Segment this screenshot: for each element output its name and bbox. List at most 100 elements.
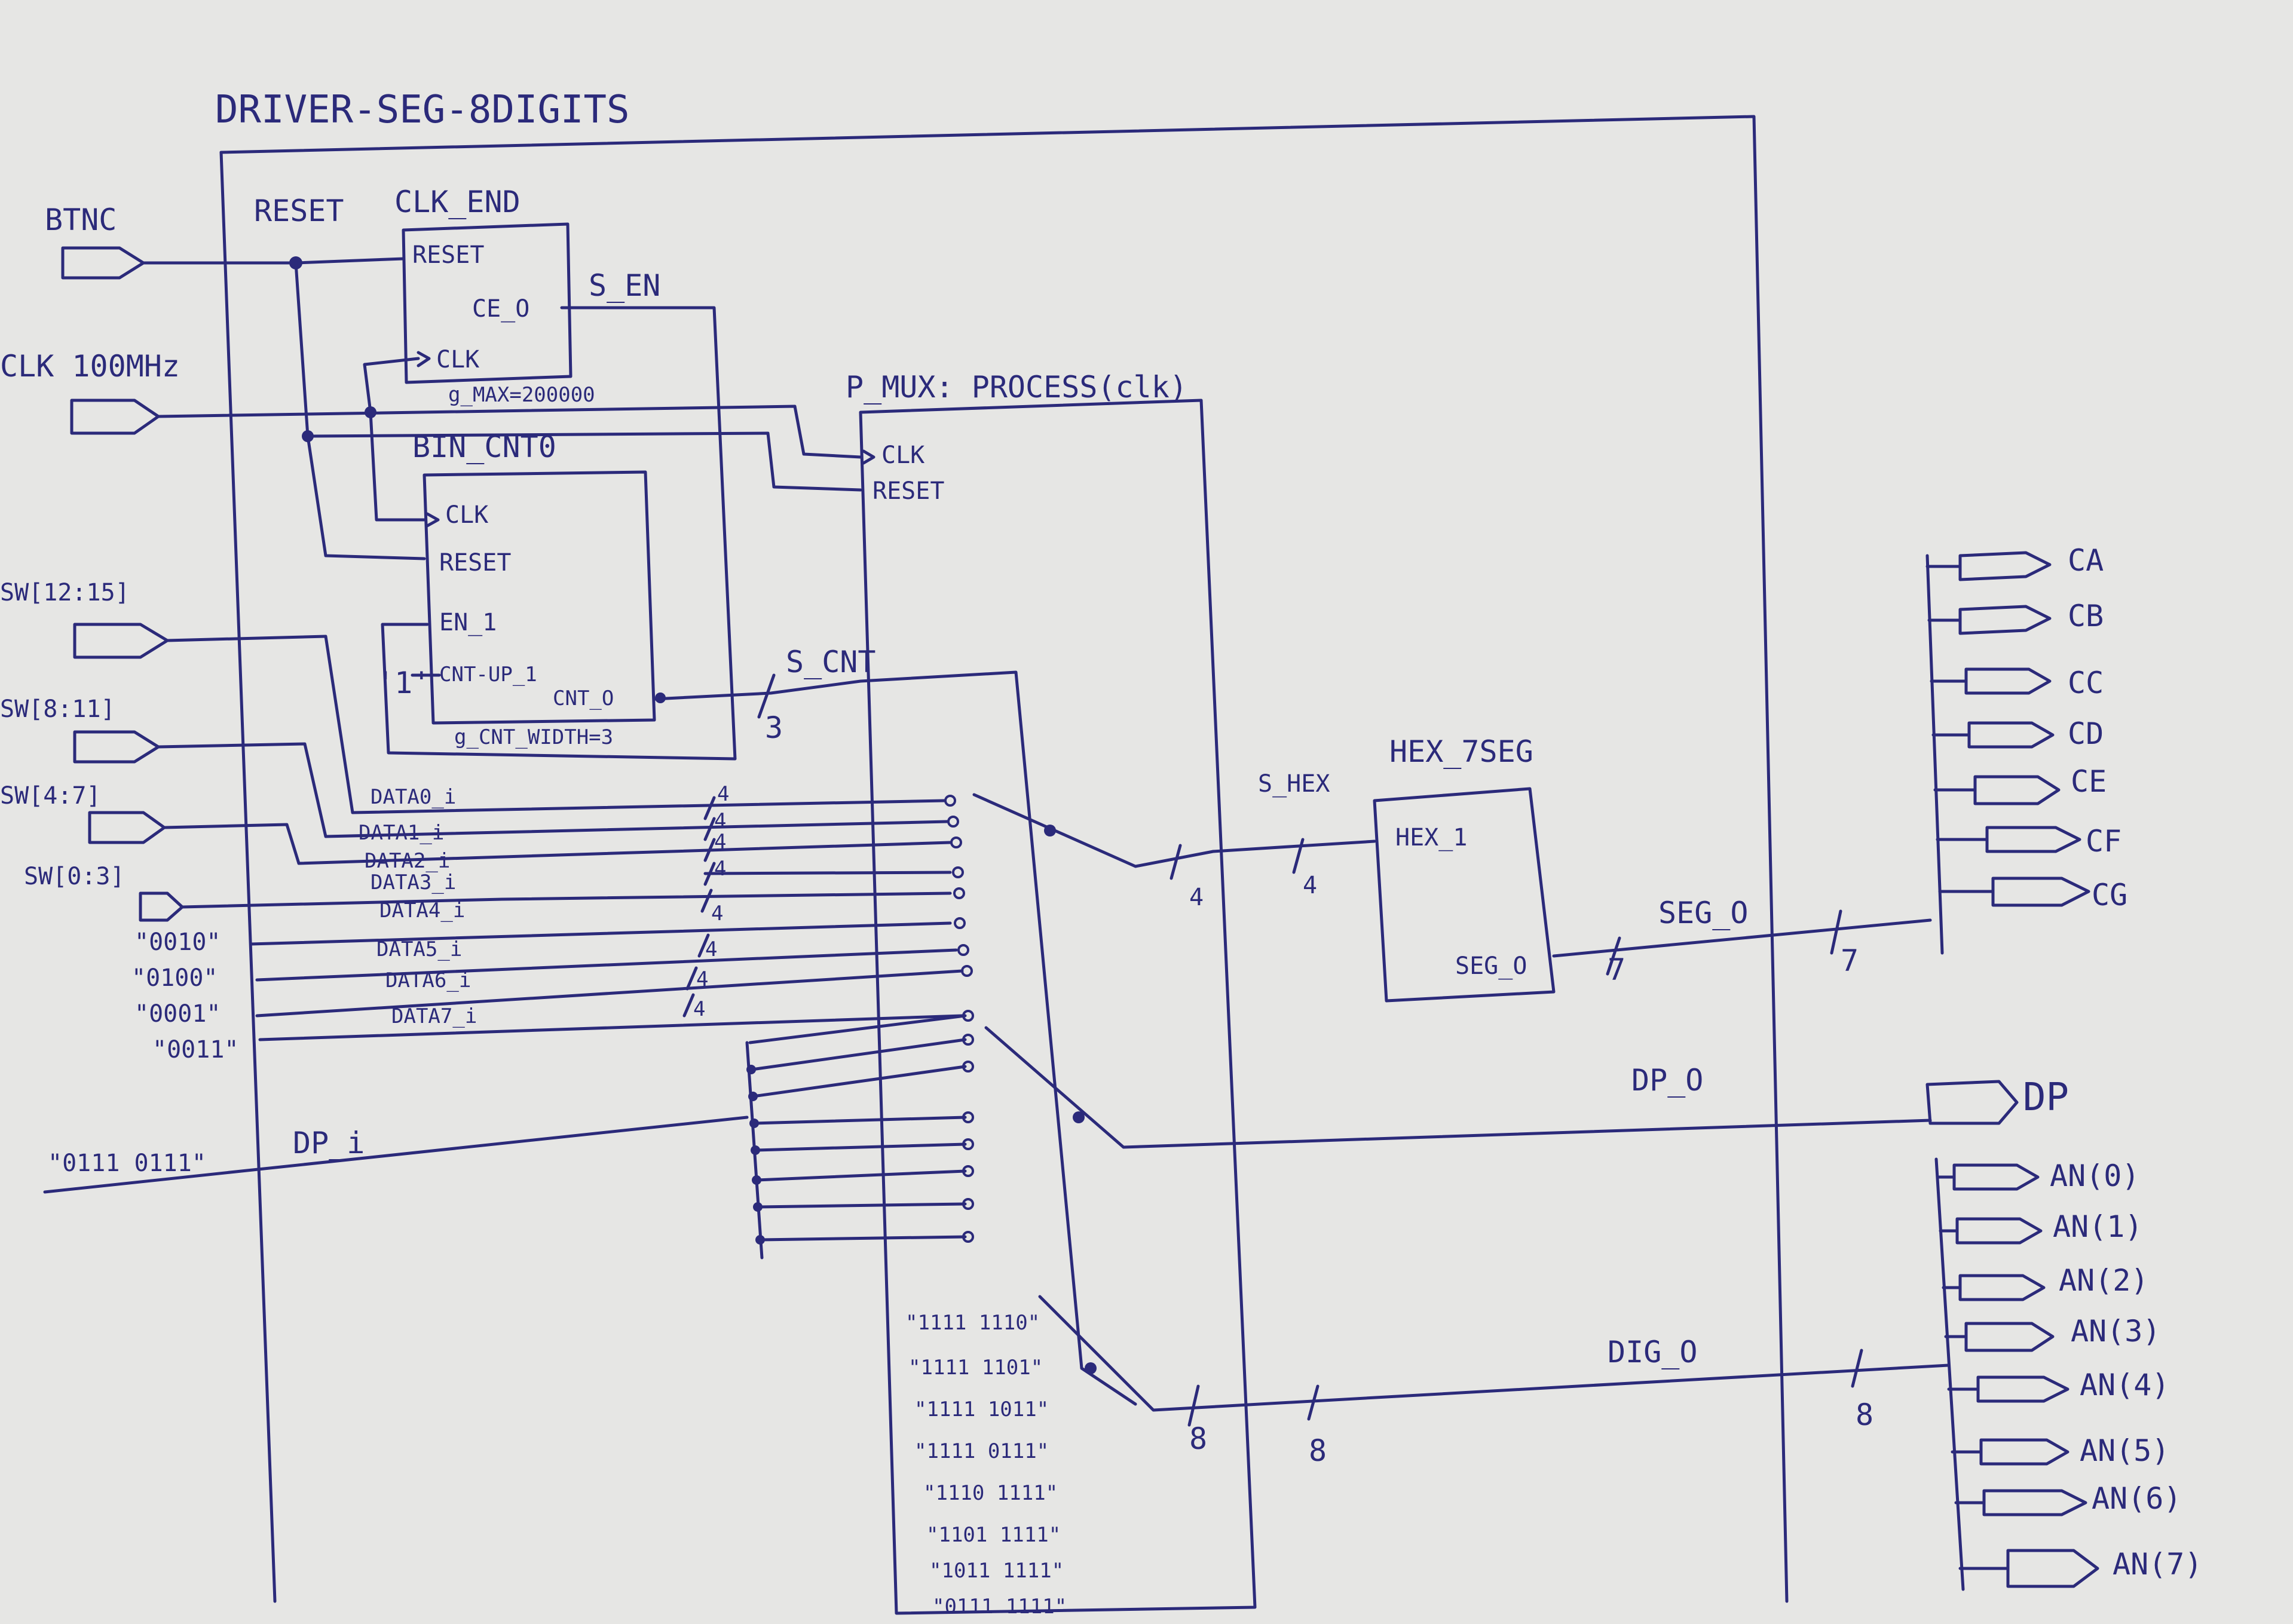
data-mux-select-junction [1044,825,1056,836]
wire-clk [157,405,862,459]
bus-width-hex-2: 4 [1303,872,1317,899]
segment-label-cc: CC [2068,666,2104,700]
segment-label-ce: CE [2071,764,2107,799]
clk-en-reset-port: RESET [412,241,484,269]
data-label-5: DATA5_i [376,937,462,961]
bin-cnt-reset-port: RESET [439,549,511,577]
dig-code-5: "1101 1111" [926,1523,1061,1547]
input-btnc: BTNC [45,203,145,280]
anode-label-6: AN(6) [2092,1481,2182,1516]
hex7seg-name: HEX_7SEG [1389,734,1533,769]
anode-port-3-icon [1964,1322,2055,1352]
const-0011: "0011" [152,1036,239,1064]
data-width-2: 4 [714,830,726,854]
bin-cnt-cntup-port: CNT-UP_1 [439,663,537,687]
bus-slash-hex-1 [1170,844,1182,880]
wire-sw-0-3 [180,891,952,909]
clk-en-block: CLK_END RESET CE_O CLK g_MAX=200000 S_EN [394,185,660,407]
bus-slash-dig-2 [1307,1384,1320,1421]
bin-cnt-const-one: '1' [376,666,430,700]
wire-clk-to-bincnt [369,410,426,522]
clk-en-clk-arrow-icon [417,351,431,367]
segment-label-ca: CA [2068,543,2104,578]
sw-0-3-port-icon [139,891,184,922]
bus-width-hex-1: 4 [1189,884,1204,911]
clk-en-box [402,222,573,384]
junction-clk [365,406,376,418]
dig-codes: "1111 1110" "1111 1101" "1111 1011" "111… [905,1311,1067,1619]
dp-port-label: DP [2023,1075,2069,1120]
data-width-0: 4 [717,782,729,806]
dp-mux-select-junction [1073,1111,1085,1123]
wire-const-0010 [249,921,952,946]
const-0100: "0100" [131,964,218,992]
anode-label-5: AN(5) [2080,1433,2170,1468]
diagram-title: DRIVER-SEG-8DIGITS [215,88,630,132]
wire-sw-8-11 [157,742,949,838]
wire-reset-to-clken [294,257,405,265]
data-width-3: 4 [714,857,726,881]
data-mux-terminals [944,795,973,977]
anode-port-4-icon [1976,1375,2069,1403]
wire-const-0100 [255,948,958,982]
data-width-5: 4 [705,937,717,961]
bin-cnt-cnt-o-port: CNT_O [553,687,614,710]
bus-width-dig-2: 8 [1309,1433,1327,1468]
dig-code-1: "1111 1101" [908,1356,1043,1380]
process-name: P_MUX: PROCESS(clk) [846,370,1187,405]
anode-label-7: AN(7) [2113,1547,2203,1582]
segment-port-cf-icon [1985,826,2081,853]
dig-code-7: "0111 1111" [932,1595,1067,1619]
anode-label-3: AN(3) [2071,1314,2161,1349]
dig-code-2: "1111 1011" [914,1398,1049,1421]
anode-port-7-icon [2006,1549,2099,1588]
anode-outputs: AN(0) AN(1) AN(2) AN(3) AN(4) AN(5) AN(6… [1936,1159,2203,1588]
dig-mux-select-junction [1085,1362,1097,1374]
wire-reset-to-process [306,431,862,492]
bin-cnt-clk-port: CLK [445,501,488,529]
segment-label-cb: CB [2068,599,2104,633]
sw-0-3-label: SW[0:3] [24,863,125,890]
sw-4-7-port-icon [88,811,166,844]
process-block: P_MUX: PROCESS(clk) CLK RESET [846,370,1257,1615]
data-label-1: DATA1_i [359,821,444,845]
bus-slash-dig-1 [1187,1384,1200,1427]
signal-dp-o: DP_O [1631,1063,1703,1098]
anode-port-0-icon [1952,1163,2040,1191]
clk-en-clk-port: CLK [436,346,479,373]
dp-const: "0111 0111" [48,1150,206,1177]
dp-fanout-taps [748,1014,967,1242]
bus-width-seg-2: 7 [1841,943,1859,978]
dig-code-6: "1011 1111" [929,1559,1064,1583]
hex7seg-hex-port: HEX_1 [1395,824,1467,851]
input-sw-0-3: SW[0:3] [24,863,184,922]
clk-en-generic: g_MAX=200000 [448,383,595,407]
segment-port-ca-icon [1958,551,2052,581]
entity-box-left-edge [219,151,277,1603]
process-box [859,399,1257,1615]
data-width-6: 4 [696,967,708,991]
entity-box [219,115,1789,1603]
wire-sw-12-15 [166,635,946,814]
signal-seg-o: SEG_O [1658,896,1749,930]
bus-width-dig-1: 8 [1189,1421,1207,1456]
dp-fanout-junctions [746,1065,765,1245]
anode-label-1: AN(1) [2053,1209,2143,1244]
process-reset-port: RESET [872,477,944,505]
signal-s-hex: S_HEX [1258,770,1330,798]
sw-8-11-port-icon [73,730,160,764]
clk-en-ce-port: CE_O [472,295,529,323]
bus-width-seg-1: 7 [1608,952,1625,987]
data-width-7: 4 [693,997,705,1021]
sw-4-7-label: SW[4:7] [0,782,101,810]
bin-cnt-en-port: EN_1 [439,609,497,636]
bin-cnt-name: BIN_CNT0 [412,430,556,464]
data-label-4: DATA4_i [379,899,465,923]
bus-slash-hex-2 [1292,838,1305,874]
clk-port-icon [70,399,160,435]
data-label-7: DATA7_i [391,1004,477,1028]
anode-port-1-icon [1955,1217,2043,1245]
dig-code-0: "1111 1110" [905,1311,1040,1335]
dp-mux-terminals [962,1010,974,1243]
input-sw-8-11: SW[8:11] [0,695,160,764]
